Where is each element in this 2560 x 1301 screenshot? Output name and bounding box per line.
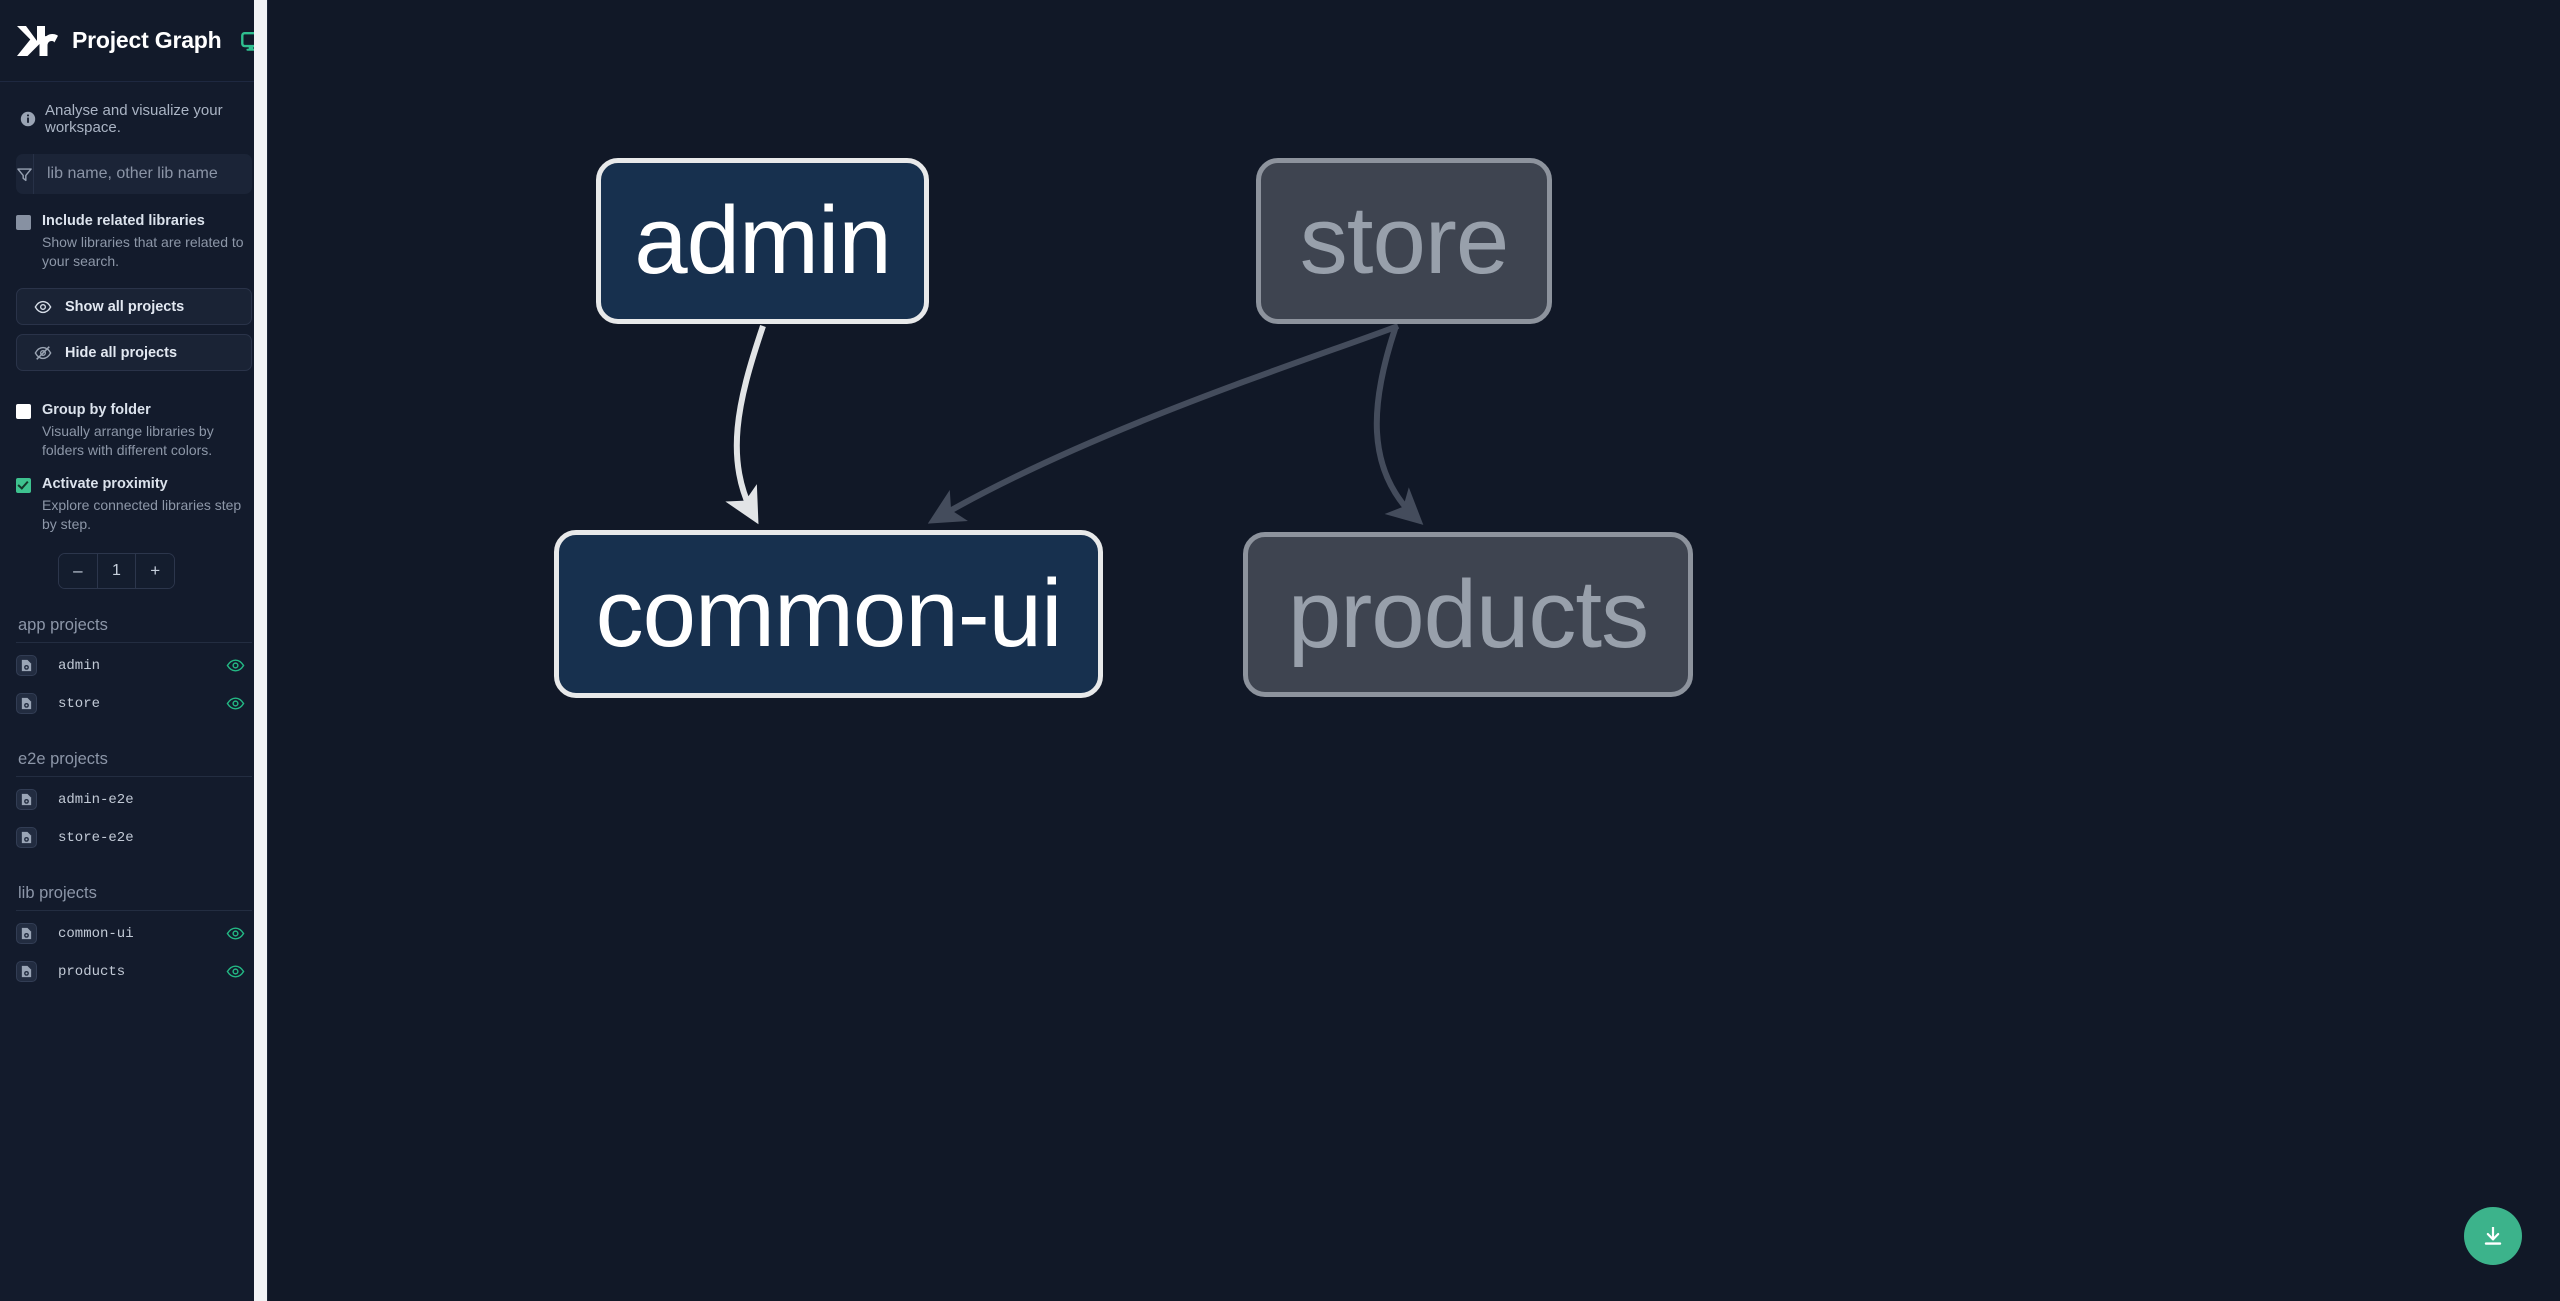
group-lib-projects: lib projects common-ui products	[0, 857, 267, 991]
filter-funnel-icon-cell[interactable]	[16, 154, 34, 194]
search-box[interactable]	[16, 154, 252, 194]
option-description: Show libraries that are related to your …	[42, 233, 244, 269]
activate-proximity-checkbox[interactable]	[16, 478, 31, 494]
project-name: store-e2e	[58, 829, 134, 846]
show-all-projects-label: Show all projects	[65, 298, 185, 315]
include-related-libraries-checkbox[interactable]	[16, 215, 31, 230]
eye-icon[interactable]	[226, 656, 245, 675]
download-icon	[2484, 1227, 2502, 1245]
project-row-common-ui[interactable]: common-ui	[16, 915, 252, 953]
graph-canvas[interactable]: admin store common-ui products	[268, 0, 2560, 1301]
sidebar-scrollbar[interactable]	[254, 0, 267, 1301]
option-include-related-libraries[interactable]: Include related libraries Show libraries…	[0, 194, 267, 271]
filter-funnel-icon	[17, 167, 32, 181]
option-label: Group by folder	[42, 402, 151, 419]
eye-icon[interactable]	[226, 924, 245, 943]
nx-logo-icon	[17, 25, 58, 56]
sidebar-header: Project Graph	[0, 0, 267, 82]
sidebar-scroll-content: Project Graph Analyse and visualize your…	[0, 0, 267, 1301]
tagline-text: Analyse and visualize your workspace.	[45, 102, 223, 136]
project-file-icon	[16, 923, 37, 945]
edge-store-to-common-ui	[927, 323, 1400, 524]
project-name: store	[58, 695, 101, 712]
visibility-buttons: Show all projects Hide all projects	[0, 271, 267, 372]
hide-all-projects-button[interactable]: Hide all projects	[16, 334, 252, 372]
graph-node-label: products	[1287, 560, 1649, 668]
project-file-icon	[16, 827, 37, 849]
edge-store-to-products	[1373, 325, 1424, 525]
project-file-icon	[16, 655, 37, 677]
info-icon	[20, 111, 36, 127]
proximity-stepper[interactable]: – 1 +	[58, 552, 175, 589]
option-activate-proximity[interactable]: Activate proximity Explore connected lib…	[0, 460, 267, 534]
group-by-folder-checkbox[interactable]	[16, 404, 31, 420]
eye-icon[interactable]	[226, 694, 245, 713]
project-row-store[interactable]: store	[16, 685, 252, 723]
graph-node-store[interactable]: store	[1256, 158, 1552, 324]
option-group-by-folder[interactable]: Group by folder Visually arrange librari…	[0, 380, 267, 460]
graph-node-admin[interactable]: admin	[596, 158, 929, 324]
sidebar: Project Graph Analyse and visualize your…	[0, 0, 268, 1301]
option-label: Include related libraries	[42, 213, 205, 229]
group-title: lib projects	[16, 857, 252, 911]
group-title: app projects	[16, 589, 252, 643]
proximity-increment-button[interactable]: +	[135, 553, 174, 588]
project-name: common-ui	[58, 925, 134, 942]
project-name: admin-e2e	[58, 791, 134, 808]
group-app-projects: app projects admin store	[0, 589, 267, 723]
edge-admin-to-common-ui	[725, 325, 766, 525]
graph-node-common-ui[interactable]: common-ui	[554, 530, 1103, 698]
eye-icon[interactable]	[226, 962, 245, 981]
search-section	[0, 136, 267, 194]
proximity-decrement-button[interactable]: –	[59, 553, 97, 588]
graph-edges	[725, 323, 1424, 525]
graph-node-label: store	[1299, 187, 1509, 294]
eye-icon	[34, 300, 52, 313]
hide-all-projects-label: Hide all projects	[65, 344, 178, 361]
eye-off-icon	[34, 345, 52, 360]
page-title: Project Graph	[72, 27, 222, 53]
project-file-icon	[16, 789, 37, 811]
search-input[interactable]	[34, 154, 252, 194]
project-file-icon	[16, 961, 37, 983]
graph-node-products[interactable]: products	[1243, 532, 1693, 697]
proximity-value: 1	[96, 553, 136, 588]
option-description: Explore connected libraries step by step…	[42, 496, 242, 533]
group-title: e2e projects	[16, 723, 252, 777]
project-name: products	[58, 963, 126, 980]
option-description: Visually arrange libraries by folders wi…	[42, 422, 214, 459]
project-file-icon	[16, 693, 37, 715]
graph-node-label: admin	[634, 187, 891, 294]
project-row-admin-e2e[interactable]: admin-e2e	[16, 781, 252, 819]
group-e2e-projects: e2e projects admin-e2e store-e2e	[0, 723, 267, 857]
option-label: Activate proximity	[42, 476, 168, 493]
graph-node-label: common-ui	[595, 560, 1063, 667]
project-row-admin[interactable]: admin	[16, 647, 252, 685]
project-row-store-e2e[interactable]: store-e2e	[16, 819, 252, 857]
tagline: Analyse and visualize your workspace.	[0, 82, 267, 136]
show-all-projects-button[interactable]: Show all projects	[16, 288, 252, 326]
project-name: admin	[58, 657, 101, 674]
download-graph-button[interactable]	[2464, 1207, 2522, 1265]
project-row-products[interactable]: products	[16, 953, 252, 991]
